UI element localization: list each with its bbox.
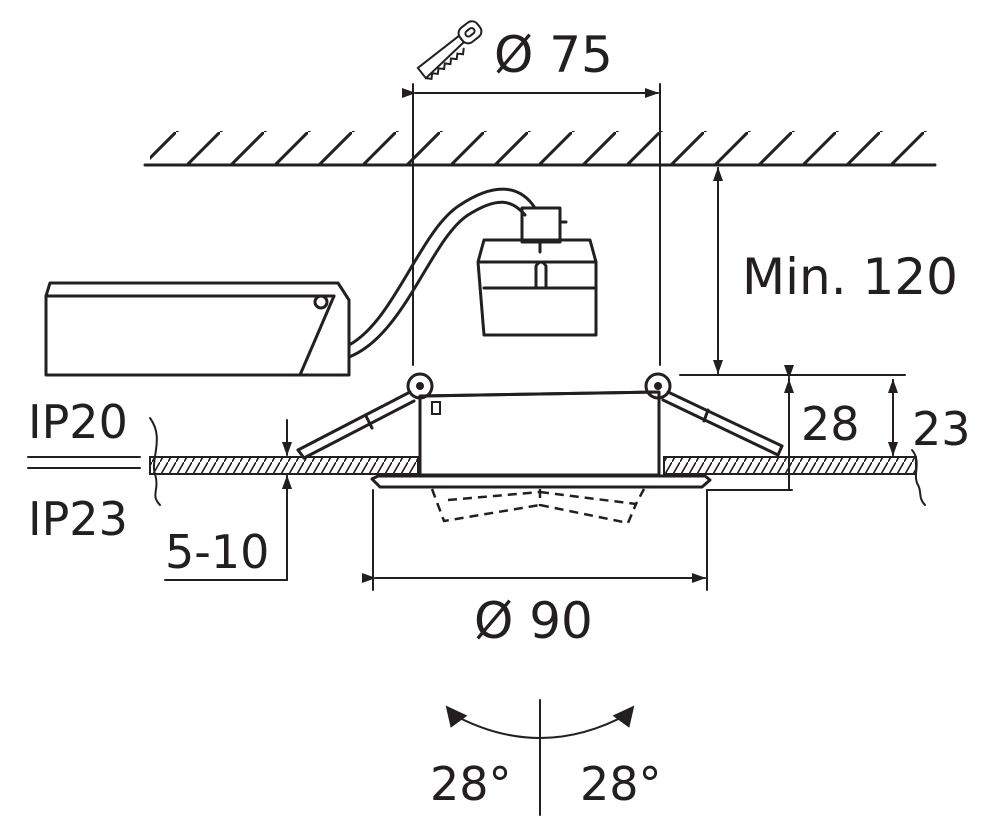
cutout-diameter-label: Ø 75 bbox=[494, 26, 613, 84]
hand-saw-icon bbox=[416, 20, 483, 80]
height-28-label: 28 bbox=[801, 397, 860, 451]
height-dimensions bbox=[706, 365, 898, 491]
tilt-angle-indicator bbox=[445, 699, 635, 816]
spring-clip-right bbox=[644, 372, 784, 457]
cutout-diameter-dimension bbox=[402, 83, 661, 366]
ceiling-thickness-dimension bbox=[164, 419, 292, 581]
ip20-label: IP20 bbox=[28, 395, 128, 449]
ceiling-surface bbox=[143, 131, 937, 167]
power-cable bbox=[347, 187, 537, 359]
min-depth-label: Min. 120 bbox=[742, 248, 958, 306]
tilt-left-label: 28° bbox=[430, 757, 512, 811]
tilted-lamp-outline bbox=[430, 488, 646, 525]
height-23-label: 23 bbox=[912, 402, 971, 456]
outer-diameter-label: Ø 90 bbox=[474, 592, 593, 650]
ceiling-thickness-label: 5-10 bbox=[165, 525, 269, 579]
ip23-label: IP23 bbox=[28, 492, 128, 546]
driver-box bbox=[44, 281, 351, 377]
tilt-right-label: 28° bbox=[580, 757, 662, 811]
lamp-connector bbox=[476, 206, 598, 337]
fixture-housing bbox=[370, 390, 712, 489]
spring-clip-left bbox=[296, 372, 434, 460]
ip-divider bbox=[27, 456, 141, 469]
outer-diameter-dimension bbox=[362, 489, 708, 591]
